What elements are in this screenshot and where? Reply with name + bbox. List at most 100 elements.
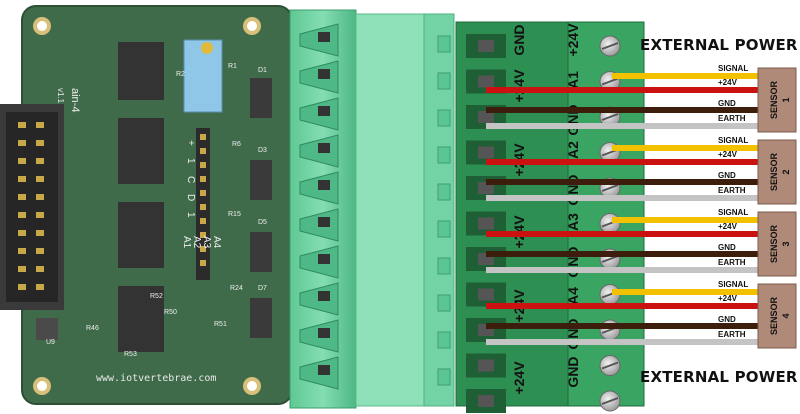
- terminal-clamp: [478, 288, 494, 301]
- component-label: R15: [228, 211, 241, 218]
- terminal-clamp: [478, 111, 494, 123]
- sensor-box: [757, 67, 797, 133]
- header-label: +: [185, 140, 196, 146]
- plug-rib: [437, 220, 451, 238]
- header-pin: [200, 148, 206, 154]
- component-label: R2: [176, 71, 185, 78]
- terminal-pin-label: A4: [565, 287, 581, 305]
- ribbon-pin: [36, 212, 44, 218]
- terminal-clamp: [478, 146, 494, 159]
- plug-rib: [437, 146, 451, 164]
- wire-label: EARTH: [718, 114, 746, 123]
- sensor-label: SENSOR: [769, 224, 779, 263]
- mount-hole-inner-icon: [37, 21, 47, 31]
- component-label: R52: [150, 293, 163, 300]
- pcb-board: ain-4 v1.1 +1CD1R1R2R6R15R24D1D3D5D7U9R5…: [0, 5, 293, 405]
- component-label: R53: [124, 351, 137, 358]
- ribbon-pin: [18, 266, 26, 272]
- header-label: D: [185, 194, 196, 201]
- sensor-label: SENSOR: [769, 80, 779, 119]
- ribbon-pin: [36, 230, 44, 236]
- component-label: R24: [230, 285, 243, 292]
- board-url: www.iotvertebrae.com: [96, 373, 217, 384]
- header-pin: [200, 218, 206, 224]
- wire-label: GND: [718, 99, 736, 108]
- component-label: R50: [164, 309, 177, 316]
- diode: [250, 78, 272, 118]
- plug-rib: [437, 257, 451, 275]
- wire-24v: [486, 87, 760, 93]
- ic-chip: [36, 318, 58, 340]
- header-label: C: [185, 176, 196, 183]
- plug-screw-slot: [318, 32, 330, 42]
- header-pin: [200, 260, 206, 266]
- terminal-clamp: [478, 395, 494, 407]
- ribbon-pin: [18, 248, 26, 254]
- sensor-number: 3: [781, 241, 791, 246]
- wire-label: SIGNAL: [718, 64, 748, 73]
- header-pin: [200, 134, 206, 140]
- wire-earth: [486, 195, 760, 201]
- ribbon-pin: [18, 176, 26, 182]
- plug-rib: [437, 109, 451, 127]
- sensor-box: [757, 211, 797, 277]
- diode: [250, 298, 272, 338]
- wire-24v: [486, 303, 760, 309]
- wire-signal: [612, 73, 760, 79]
- plug-rib: [437, 368, 451, 386]
- terminal-pin-label: +24V: [511, 69, 527, 103]
- wire-gnd: [486, 323, 760, 329]
- component-label: U9: [46, 339, 55, 346]
- wire-signal: [612, 145, 760, 151]
- header-pin: [200, 246, 206, 252]
- component-label: R6: [232, 141, 241, 148]
- ic-chip: [118, 286, 164, 352]
- wire-24v: [486, 159, 760, 165]
- ribbon-connector-pins: [18, 122, 44, 290]
- terminal-pin-label: A2: [565, 141, 581, 159]
- wire-24v: [486, 231, 760, 237]
- wire-label: SIGNAL: [718, 280, 748, 289]
- diode: [250, 160, 272, 200]
- ribbon-pin: [36, 194, 44, 200]
- wire-label: +24V: [718, 294, 738, 303]
- screw-slot: [601, 361, 619, 370]
- analog-label: A1: [181, 236, 192, 249]
- plug-screw-slot: [318, 217, 330, 227]
- external-power-label-top: EXTERNAL POWER: [640, 36, 798, 54]
- header-pin: [200, 190, 206, 196]
- sensor-number: 1: [781, 97, 791, 102]
- terminal-pin-label: GND: [565, 356, 581, 387]
- diode: [250, 232, 272, 272]
- wire-label: +24V: [718, 222, 738, 231]
- ribbon-pin: [36, 122, 44, 128]
- terminal-clamp: [478, 40, 494, 52]
- plug-rib: [437, 35, 451, 53]
- board-name: ain-4: [69, 88, 81, 112]
- wire-earth: [486, 339, 760, 345]
- wire-label: SIGNAL: [718, 208, 748, 217]
- header-pin: [200, 176, 206, 182]
- plug-rib: [437, 72, 451, 90]
- wire-signal: [612, 217, 760, 223]
- plug-screw-slot: [318, 143, 330, 153]
- external-power-label-bottom: EXTERNAL POWER: [640, 368, 798, 386]
- ribbon-pin: [18, 158, 26, 164]
- wire-label: +24V: [718, 150, 738, 159]
- plug-screw-slot: [318, 365, 330, 375]
- screw-slot: [601, 42, 619, 50]
- wire-gnd: [486, 251, 760, 257]
- analog-label: A2: [191, 236, 202, 249]
- wire-earth: [486, 267, 760, 273]
- ribbon-pin: [36, 176, 44, 182]
- ribbon-pin: [36, 284, 44, 290]
- plug-rib: [437, 183, 451, 201]
- component-label: R1: [228, 63, 237, 70]
- ribbon-pin: [18, 122, 26, 128]
- plug-screw-slot: [318, 69, 330, 79]
- component-label: R51: [214, 321, 227, 328]
- plug-screw-slot: [318, 180, 330, 190]
- mount-hole-inner-icon: [37, 381, 47, 391]
